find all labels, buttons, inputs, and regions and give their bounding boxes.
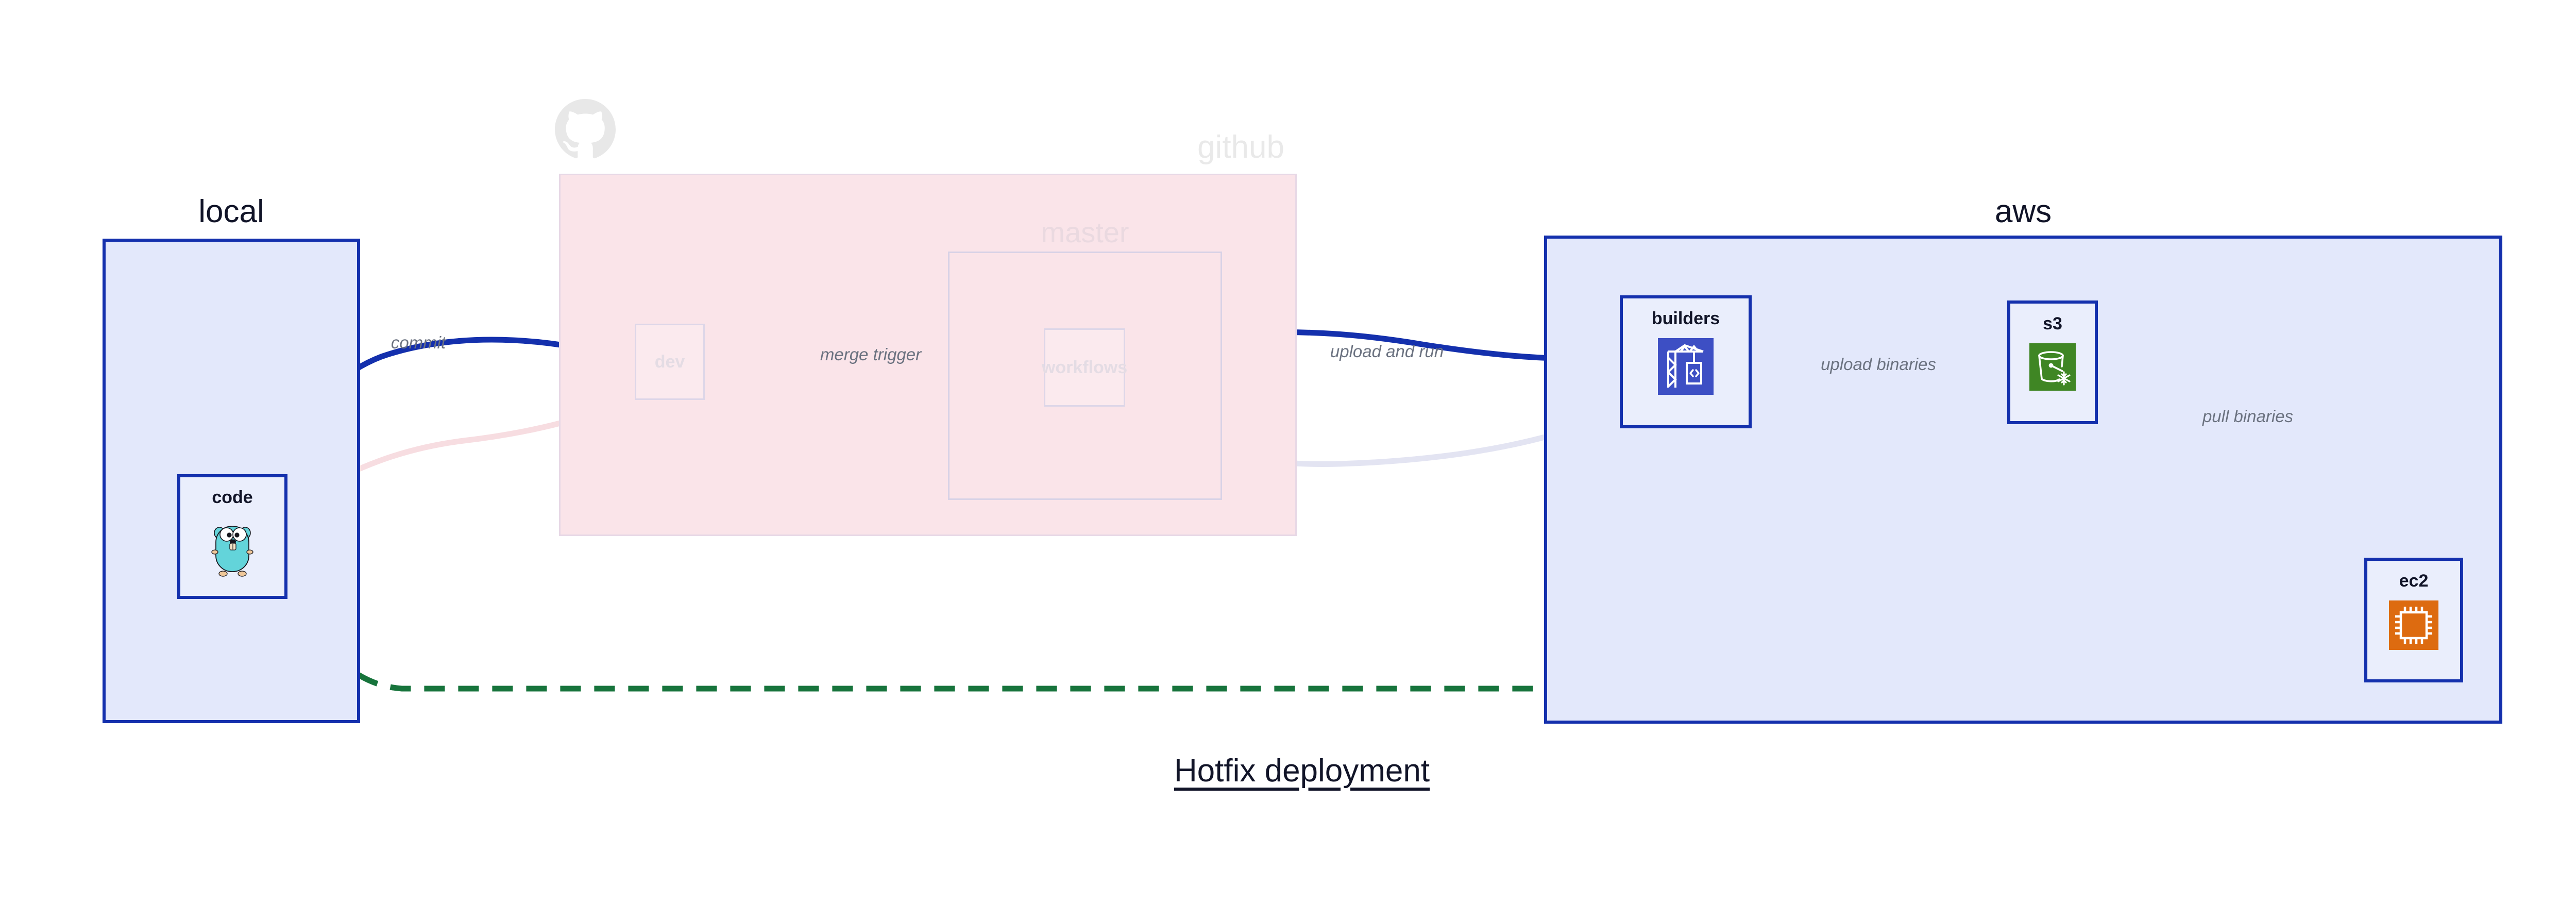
group-label-local: local [198,194,264,229]
edge-label-commit: commit [391,333,446,352]
node-ec2[interactable]: ec2 [2364,558,2463,682]
group-master [948,252,1222,500]
aws-codebuild-icon [1658,338,1714,395]
node-code-label: code [212,488,253,507]
node-ec2-label: ec2 [2399,571,2429,591]
diagram-title: Hotfix deployment [1174,753,1430,789]
node-code[interactable]: code [177,474,287,599]
aws-s3-glacier-icon [2029,343,2076,391]
node-builders-label: builders [1651,309,1720,328]
group-github [559,174,1297,536]
node-dev[interactable]: dev [635,324,705,400]
node-s3-label: s3 [2043,314,2062,333]
edge-label-upload-and-run: upload and run [1330,342,1444,361]
group-label-github: github [1197,129,1284,165]
node-builders[interactable]: builders [1620,295,1752,428]
group-label-master: master [1041,216,1129,248]
node-dev-label: dev [654,352,685,372]
aws-ec2-chip-icon [2389,600,2438,650]
go-gopher-icon [211,526,253,577]
node-s3[interactable]: s3 [2007,300,2098,424]
edge-label-pull-binaries: pull binaries [2202,407,2294,426]
edge-label-merge-trigger: merge trigger [820,345,922,364]
group-label-aws: aws [1994,194,2052,229]
node-workflows-label: workflows [1041,357,1128,377]
edge-label-upload-binaries: upload binaries [1821,355,1936,374]
github-octocat-icon [555,99,616,159]
node-workflows[interactable]: workflows [1041,328,1128,407]
